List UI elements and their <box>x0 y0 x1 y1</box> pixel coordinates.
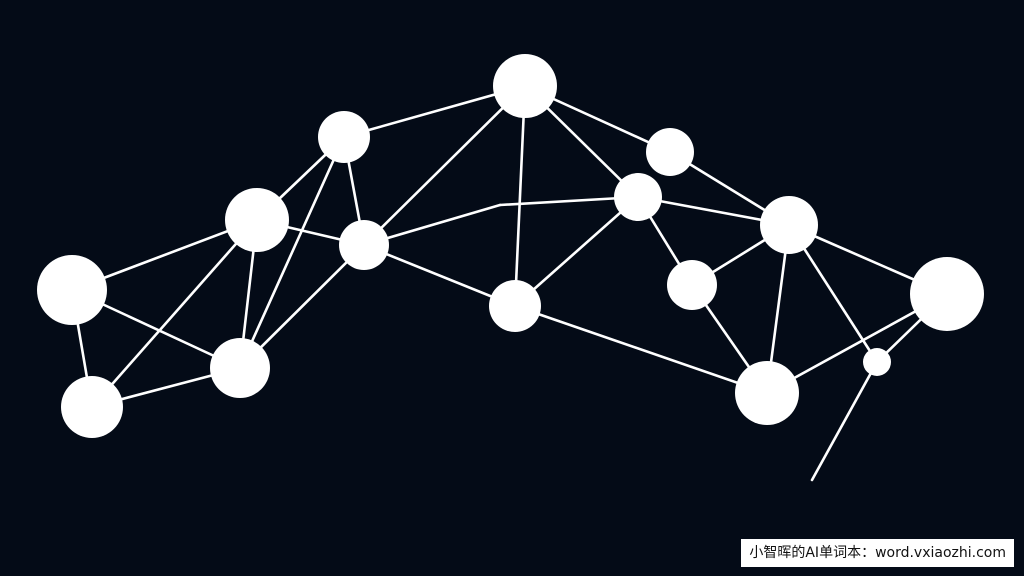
network-node <box>210 338 270 398</box>
network-edge <box>362 84 527 247</box>
network-node <box>37 255 107 325</box>
watermark-label: 小智晖的AI单词本：word.vxiaozhi.com <box>741 539 1014 567</box>
network-edge <box>90 218 259 409</box>
network-node <box>61 376 123 438</box>
network-node <box>493 54 557 118</box>
network-node <box>910 257 984 331</box>
network-edge <box>238 135 346 370</box>
network-edge <box>810 360 879 482</box>
network-node <box>760 196 818 254</box>
network-node <box>318 111 370 163</box>
network-edge <box>362 243 517 308</box>
network-node <box>646 128 694 176</box>
network-edge <box>513 84 527 308</box>
network-edge <box>513 195 640 308</box>
network-node <box>863 348 891 376</box>
network-node <box>489 280 541 332</box>
network-node <box>667 260 717 310</box>
network-node <box>225 188 289 252</box>
network-node <box>735 361 799 425</box>
network-node <box>614 173 662 221</box>
network-edge <box>513 304 769 395</box>
network-nodes <box>37 54 984 438</box>
network-node <box>339 220 389 270</box>
